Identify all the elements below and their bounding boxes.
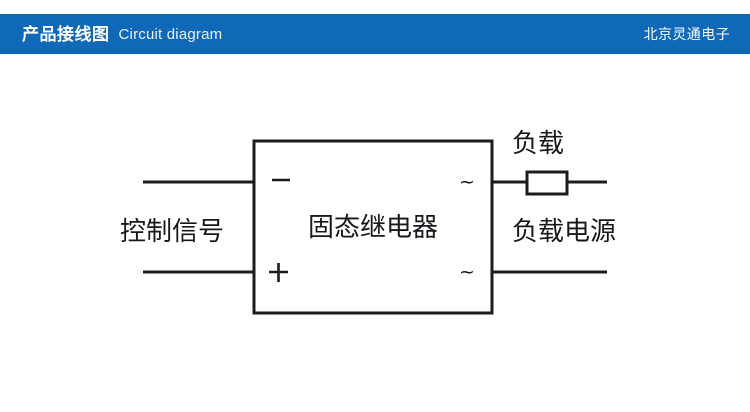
terminal-ac-bottom-icon: ~	[459, 261, 475, 283]
relay-label: 固态继电器	[308, 213, 438, 243]
load-power-label: 负载电源	[512, 217, 616, 247]
control-signal-label: 控制信号	[120, 217, 224, 247]
circuit-diagram: ~ ~ 固态继电器 控制信号 负载 负载电源	[0, 54, 750, 412]
brand-name: 北京灵通电子	[643, 26, 730, 42]
circuit-diagram-svg: ~ ~ 固态继电器 控制信号 负载 负载电源	[120, 129, 616, 315]
load-label: 负载	[512, 129, 564, 159]
terminal-positive-icon	[269, 263, 288, 282]
terminal-ac-top-icon: ~	[459, 171, 475, 193]
header-brand-group: 北京灵通电子	[644, 14, 730, 54]
page-title-cn: 产品接线图	[22, 24, 110, 44]
page-title-en: Circuit diagram	[118, 25, 223, 43]
header-title-group: 产品接线图 Circuit diagram	[22, 14, 222, 54]
relay-body-rect	[252, 139, 494, 315]
header-bar: 产品接线图 Circuit diagram 北京灵通电子	[0, 14, 750, 54]
resistor-symbol	[525, 170, 569, 196]
